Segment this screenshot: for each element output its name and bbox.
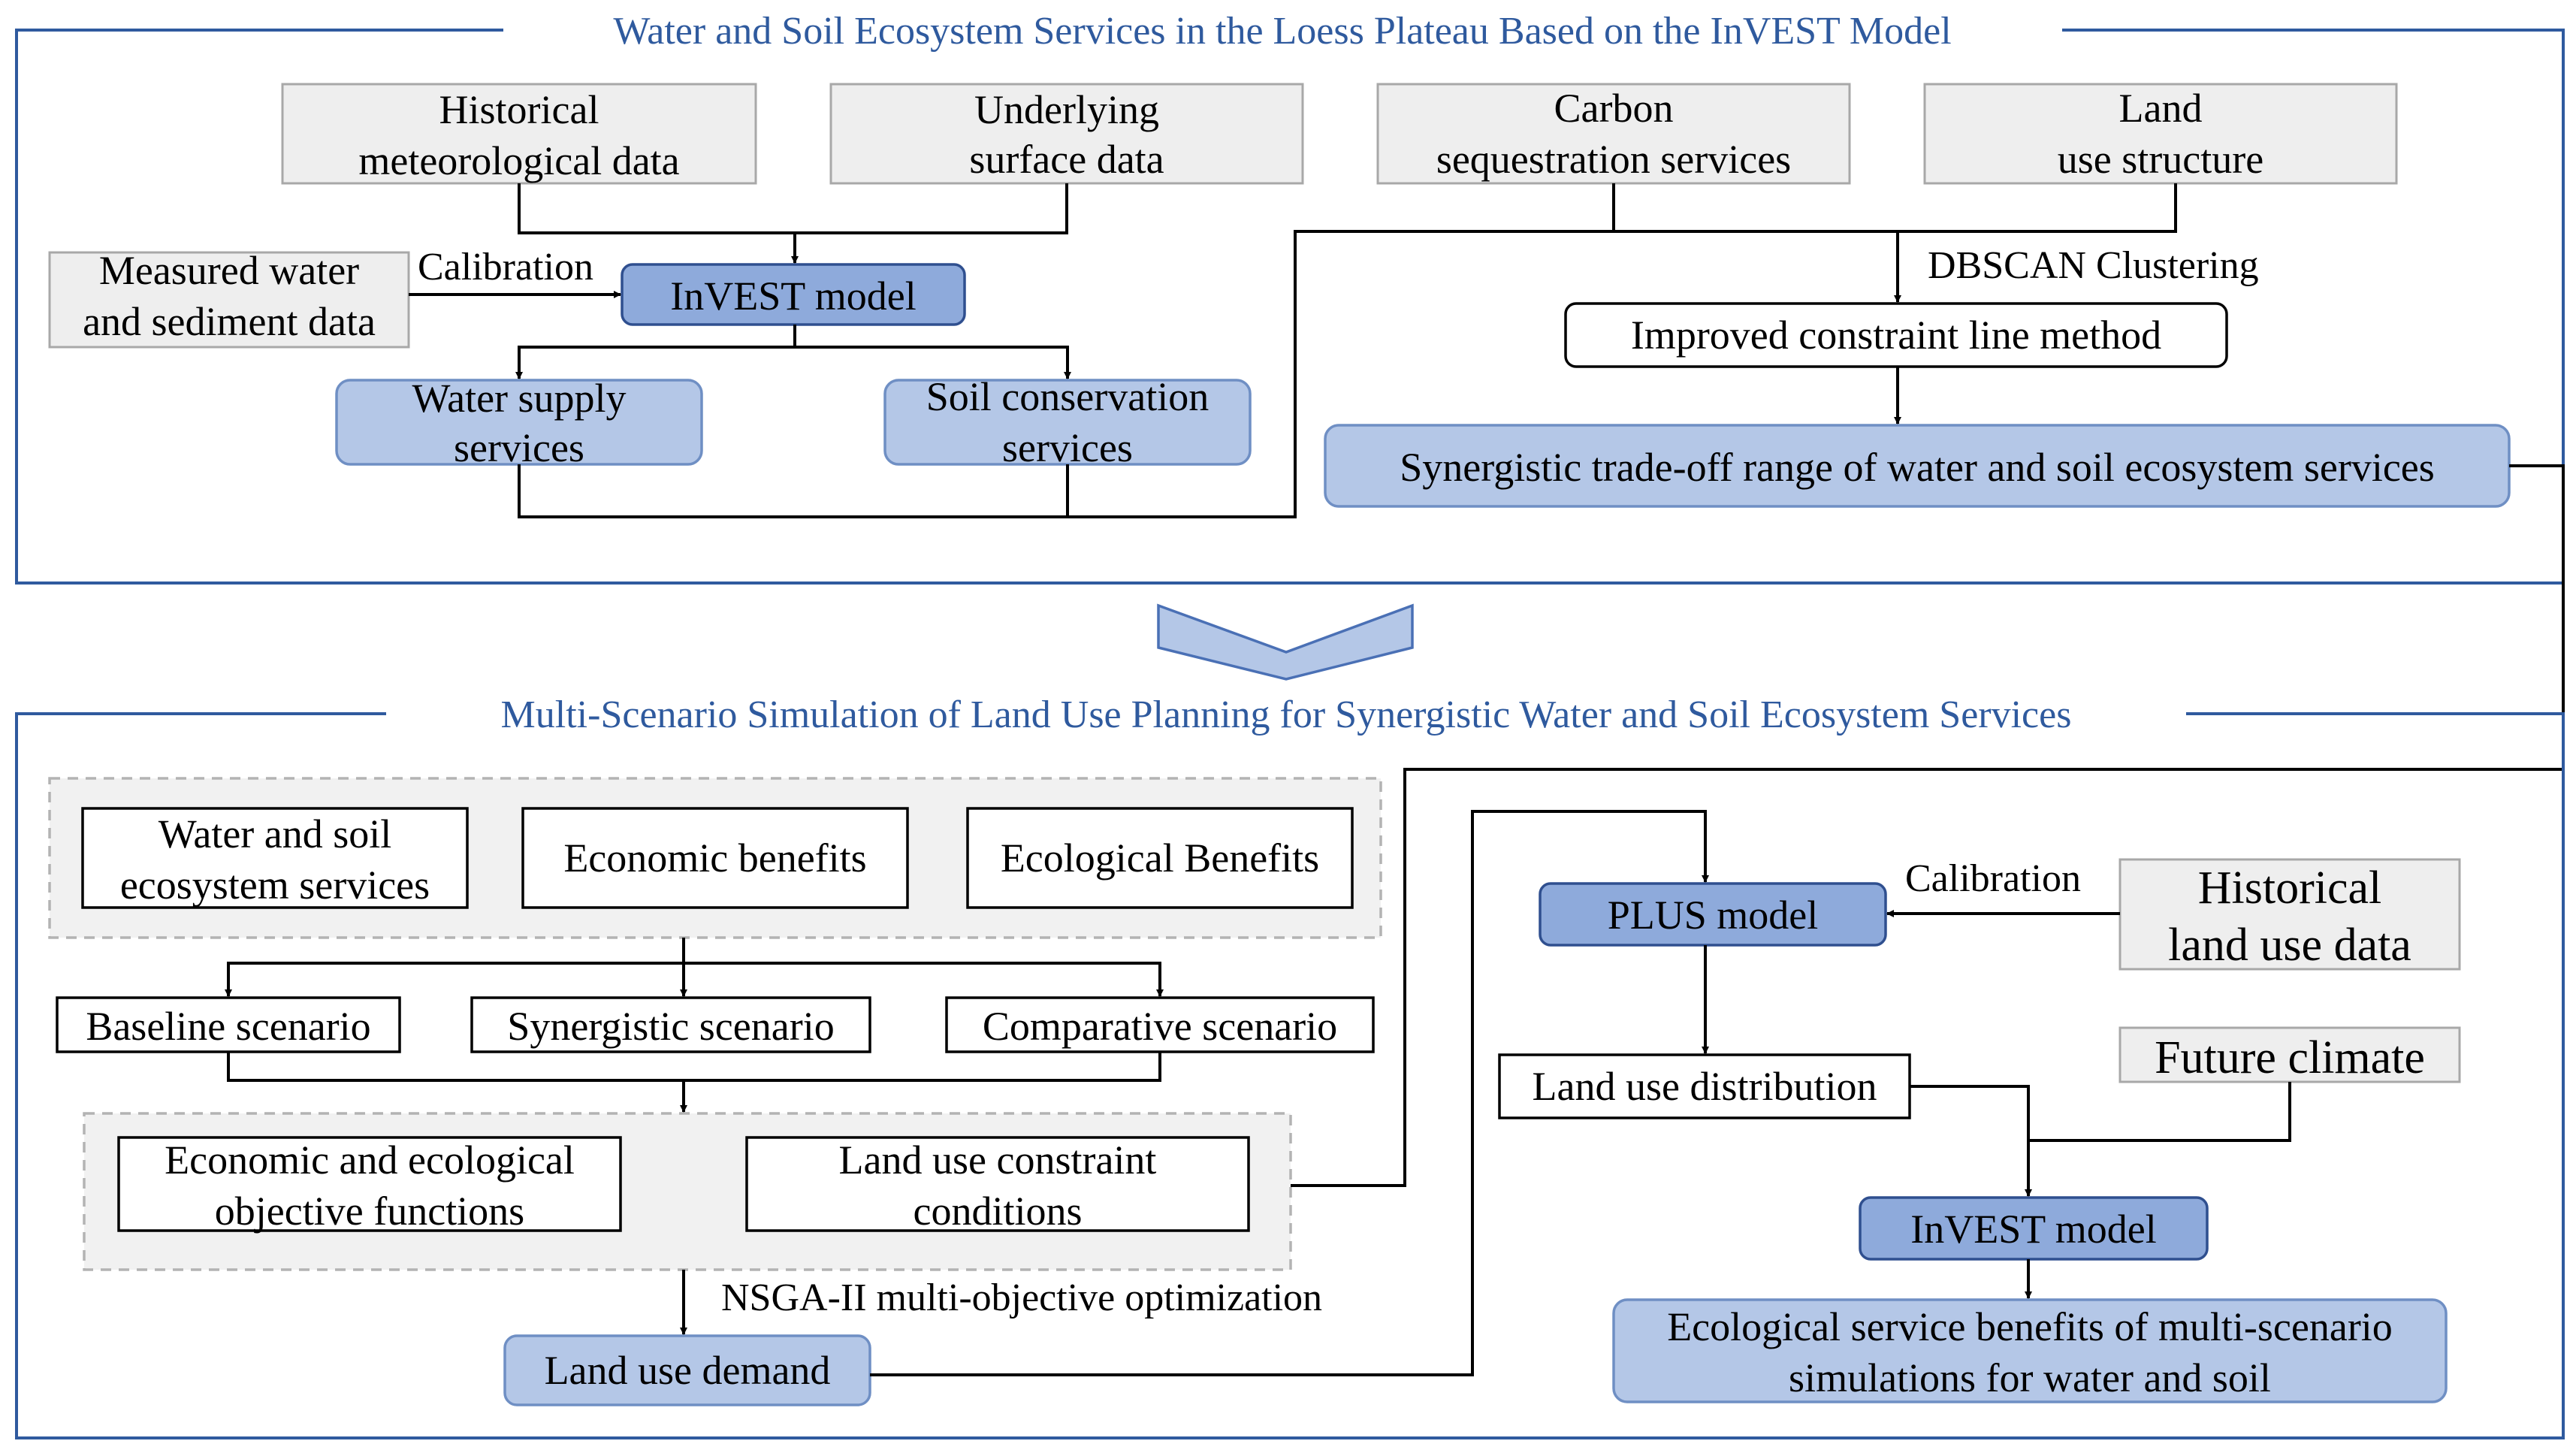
svg-text:Soil conservation: Soil conservation xyxy=(926,374,1209,419)
bottom-connectors xyxy=(225,810,2291,1376)
bottom-section-title: Multi-Scenario Simulation of Land Use Pl… xyxy=(501,693,2072,736)
svg-text:surface data: surface data xyxy=(969,137,1164,182)
top-invest-model-box: InVEST model xyxy=(621,263,966,326)
water-soil-ecosystem-services-box: Water and soil ecosystem services xyxy=(81,807,469,909)
svg-text:Measured water: Measured water xyxy=(99,248,359,293)
svg-text:Improved constraint line metho: Improved constraint line method xyxy=(1631,313,2161,358)
svg-text:PLUS model: PLUS model xyxy=(1608,893,1819,938)
svg-text:services: services xyxy=(454,425,584,470)
top-connectors xyxy=(409,183,2565,1195)
svg-text:land use data: land use data xyxy=(2168,920,2411,971)
svg-text:Ecological Benefits: Ecological Benefits xyxy=(1001,835,1319,881)
svg-text:services: services xyxy=(1002,425,1133,470)
historical-meteorological-data-box: Historical meteorological data xyxy=(281,83,757,185)
ecological-benefits-box: Ecological Benefits xyxy=(966,807,1354,909)
synergistic-trade-off-range-box: Synergistic trade-off range of water and… xyxy=(1324,424,2511,508)
bottom-section-frame xyxy=(15,712,2565,1439)
soil-conservation-services-box: Soil conservation services xyxy=(883,374,1252,470)
synergistic-scenario-box: Synergistic scenario xyxy=(470,996,871,1053)
svg-text:Economic benefits: Economic benefits xyxy=(563,835,866,881)
svg-text:objective functions: objective functions xyxy=(215,1189,524,1234)
svg-text:InVEST model: InVEST model xyxy=(1910,1207,2156,1252)
economic-benefits-box: Economic benefits xyxy=(521,807,909,909)
svg-text:Economic and ecological: Economic and ecological xyxy=(165,1137,575,1183)
svg-text:Future climate: Future climate xyxy=(2155,1032,2425,1083)
svg-text:Underlying: Underlying xyxy=(974,87,1159,132)
svg-text:sequestration services: sequestration services xyxy=(1436,137,1791,182)
svg-text:Water and soil: Water and soil xyxy=(159,811,392,856)
land-use-structure-box: Land use structure xyxy=(1923,83,2398,185)
measured-water-sediment-box: Measured water and sediment data xyxy=(48,248,410,349)
svg-text:Historical: Historical xyxy=(439,87,599,132)
land-use-demand-box: Land use demand xyxy=(503,1334,871,1406)
svg-text:conditions: conditions xyxy=(914,1189,1083,1234)
svg-text:Carbon: Carbon xyxy=(1554,86,1674,131)
top-section-title: Water and Soil Ecosystem Services in the… xyxy=(613,10,1951,53)
svg-text:Baseline scenario: Baseline scenario xyxy=(86,1004,370,1049)
svg-text:Synergistic trade-off range of: Synergistic trade-off range of water and… xyxy=(1400,445,2435,490)
svg-text:Land: Land xyxy=(2119,86,2203,131)
historical-land-use-data-box: Historical land use data xyxy=(2118,858,2461,971)
svg-text:Land use distribution: Land use distribution xyxy=(1533,1064,1877,1109)
bottom-invest-model-box: InVEST model xyxy=(1859,1196,2209,1261)
plus-model-box: PLUS model xyxy=(1539,882,1887,947)
water-supply-services-box: Water supply services xyxy=(335,376,703,470)
svg-text:Water supply: Water supply xyxy=(412,376,626,421)
land-use-constraint-conditions-box: Land use constraint conditions xyxy=(745,1136,1250,1234)
objective-functions-box: Economic and ecological objective functi… xyxy=(117,1136,622,1234)
nsga-ii-label: NSGA-II multi-objective optimization xyxy=(721,1276,1322,1319)
svg-text:Historical: Historical xyxy=(2198,862,2382,914)
svg-text:Land use constraint: Land use constraint xyxy=(839,1137,1157,1183)
section-transition-chevron xyxy=(1157,603,1414,681)
underlying-surface-data-box: Underlying surface data xyxy=(829,83,1304,185)
svg-text:use structure: use structure xyxy=(2058,137,2263,182)
dbscan-clustering-label: DBSCAN Clustering xyxy=(1928,244,2259,287)
top-section-frame xyxy=(15,29,2565,585)
svg-text:simulations for water and soil: simulations for water and soil xyxy=(1789,1355,2271,1400)
svg-text:ecosystem services: ecosystem services xyxy=(120,862,430,908)
bottom-calibration-label: Calibration xyxy=(1905,857,2081,900)
svg-text:Land use demand: Land use demand xyxy=(545,1348,831,1393)
svg-text:Ecological service benefits of: Ecological service benefits of multi-sce… xyxy=(1667,1304,2393,1349)
svg-text:and sediment data: and sediment data xyxy=(83,299,376,344)
carbon-sequestration-box: Carbon sequestration services xyxy=(1376,83,1851,185)
svg-text:Comparative scenario: Comparative scenario xyxy=(983,1004,1337,1049)
future-climate-box: Future climate xyxy=(2118,1026,2461,1083)
improved-constraint-line-method-box: Improved constraint line method xyxy=(1564,302,2228,368)
svg-text:InVEST model: InVEST model xyxy=(670,273,916,319)
svg-text:meteorological data: meteorological data xyxy=(358,138,679,183)
svg-text:Synergistic scenario: Synergistic scenario xyxy=(507,1004,834,1049)
comparative-scenario-box: Comparative scenario xyxy=(945,996,1375,1053)
land-use-distribution-box: Land use distribution xyxy=(1498,1053,1911,1119)
baseline-scenario-box: Baseline scenario xyxy=(56,996,401,1053)
top-calibration-label: Calibration xyxy=(418,246,593,288)
ecological-service-benefits-result-box: Ecological service benefits of multi-sce… xyxy=(1612,1298,2448,1403)
